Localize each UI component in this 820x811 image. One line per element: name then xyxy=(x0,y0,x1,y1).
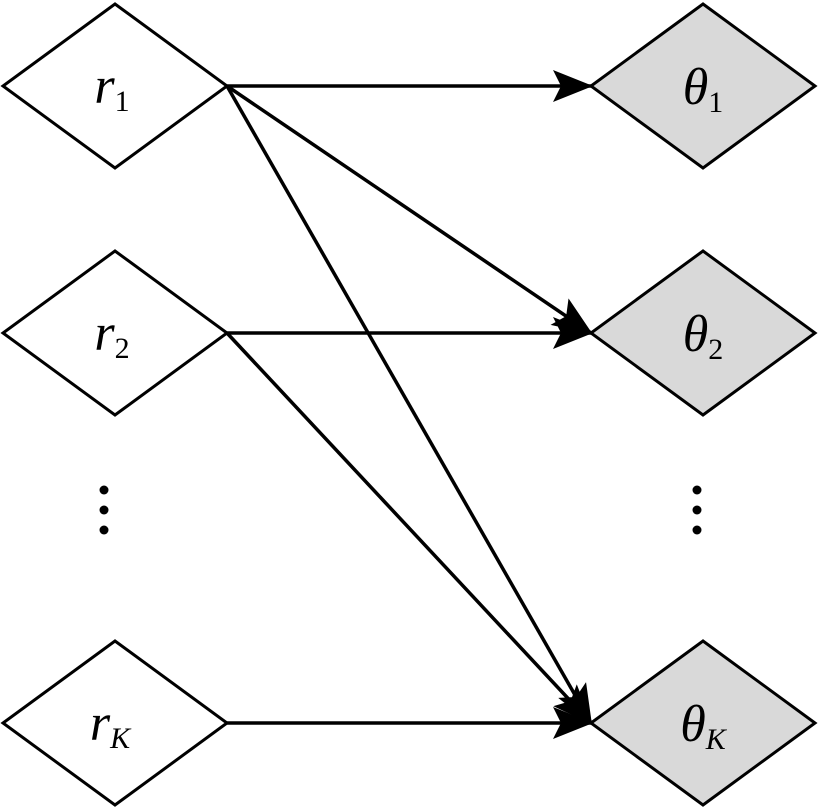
node-r1: r1 xyxy=(0,2,230,170)
ellipsis-right-dot-3 xyxy=(692,525,702,535)
ellipsis-right-dot-2 xyxy=(692,505,702,515)
node-r1-label: r1 xyxy=(94,58,129,118)
node-thetaK-symbol: θ xyxy=(680,696,706,753)
node-theta2-label: θ2 xyxy=(683,306,724,366)
edges-group xyxy=(225,70,593,739)
node-rK-symbol: r xyxy=(90,695,111,752)
node-r2: r2 xyxy=(0,249,230,417)
node-theta1-shape xyxy=(588,2,818,170)
node-theta1-subscript: 1 xyxy=(708,86,723,119)
node-rK: rK xyxy=(0,639,230,807)
node-r2-shape xyxy=(0,249,230,417)
edge-r1-theta2 xyxy=(226,84,593,335)
ellipsis-left: ⋮ xyxy=(99,485,109,535)
node-r1-symbol: r xyxy=(94,58,115,115)
node-thetaK-subscript: K xyxy=(705,723,728,756)
node-r2-symbol: r xyxy=(94,305,115,362)
node-thetaK-label: θK xyxy=(680,696,728,756)
node-theta2-subscript: 2 xyxy=(708,333,723,366)
node-theta2-symbol: θ xyxy=(683,306,709,363)
ellipsis-left-dot-2 xyxy=(99,505,109,515)
node-r2-subscript: 2 xyxy=(115,332,130,365)
node-theta1: θ1 xyxy=(588,2,818,170)
node-rK-shape xyxy=(0,639,230,807)
node-thetaK: θK xyxy=(588,639,818,807)
node-r1-shape xyxy=(0,2,230,170)
ellipsis-right-dot-1 xyxy=(692,485,702,495)
node-theta1-symbol: θ xyxy=(683,59,709,116)
node-r1-subscript: 1 xyxy=(115,85,130,118)
node-rK-subscript: K xyxy=(109,722,132,755)
node-theta1-label: θ1 xyxy=(683,59,724,119)
node-r2-label: r2 xyxy=(94,305,129,365)
ellipsis-left-dot-3 xyxy=(99,525,109,535)
edge-r1-thetaK xyxy=(225,85,593,725)
edge-r2-thetaK xyxy=(225,331,593,725)
node-rK-label: rK xyxy=(90,695,132,755)
node-theta2-shape xyxy=(588,249,818,417)
ellipsis-right: ⋮ xyxy=(692,485,702,535)
ellipsis-left-dot-1 xyxy=(99,485,109,495)
node-theta2: θ2 xyxy=(588,249,818,417)
node-thetaK-shape xyxy=(588,639,818,807)
